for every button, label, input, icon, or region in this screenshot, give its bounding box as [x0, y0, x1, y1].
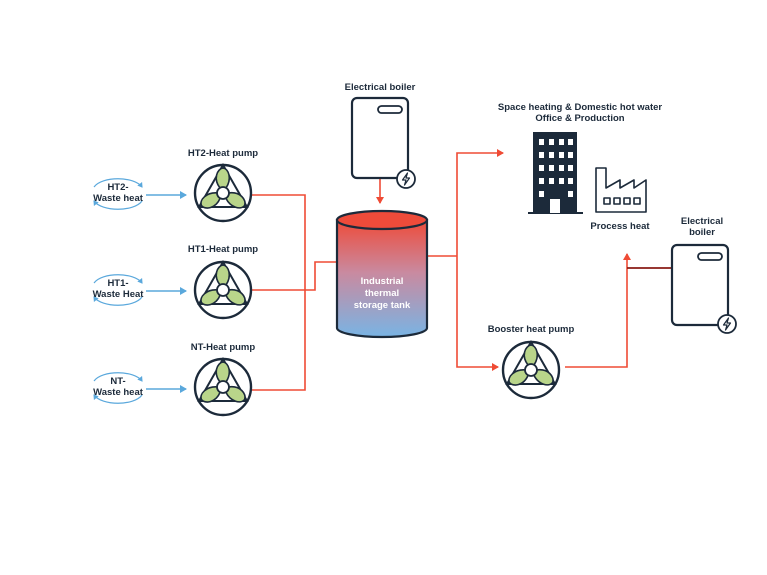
- label-electrical-boiler-top: Electrical boiler: [344, 82, 416, 93]
- label-ht2-heat-pump: HT2-Heat pump: [187, 148, 259, 159]
- hot-pipes: [252, 149, 631, 391]
- label-tank-line1: Industrial: [360, 276, 404, 287]
- label-ht2-waste-heat-line2: Waste heat: [93, 193, 143, 204]
- label-ht2-waste-heat-line1: HT2-: [107, 182, 129, 193]
- lightning-icon: [717, 314, 737, 334]
- ht1-heat-pump-icon: [193, 260, 253, 320]
- waste-heat-arrows: [146, 191, 187, 393]
- label-ht1-waste-heat-line2: Waste Heat: [92, 289, 144, 300]
- ht2-heat-pump-icon: [193, 163, 253, 223]
- electrical-boiler-right-icon: [670, 243, 730, 327]
- label-nt-waste-heat-line2: Waste heat: [93, 387, 143, 398]
- label-nt-waste-heat-line1: NT-: [110, 376, 126, 387]
- label-space-heating-line2: Office & Production: [535, 113, 625, 124]
- label-electrical-boiler-right-line1: Electrical: [680, 216, 724, 227]
- factory-icon: [595, 167, 647, 213]
- label-tank-line3: storage tank: [353, 300, 411, 311]
- office-building-icon: [528, 132, 583, 214]
- thermal-storage-tank: [335, 209, 429, 339]
- label-booster-heat-pump: Booster heat pump: [487, 324, 575, 335]
- booster-heat-pump-icon: [501, 340, 561, 400]
- electrical-boiler-top-icon: [350, 96, 410, 180]
- label-process-heat: Process heat: [590, 221, 650, 232]
- label-tank-line2: thermal: [364, 288, 400, 299]
- label-space-heating-line1: Space heating & Domestic hot water: [497, 102, 663, 113]
- label-nt-heat-pump: NT-Heat pump: [190, 342, 256, 353]
- nt-heat-pump-icon: [193, 357, 253, 417]
- label-ht1-waste-heat-line1: HT1-: [107, 278, 129, 289]
- label-ht1-heat-pump: HT1-Heat pump: [187, 244, 259, 255]
- label-electrical-boiler-right-line2: boiler: [689, 227, 715, 238]
- lightning-icon: [396, 169, 416, 189]
